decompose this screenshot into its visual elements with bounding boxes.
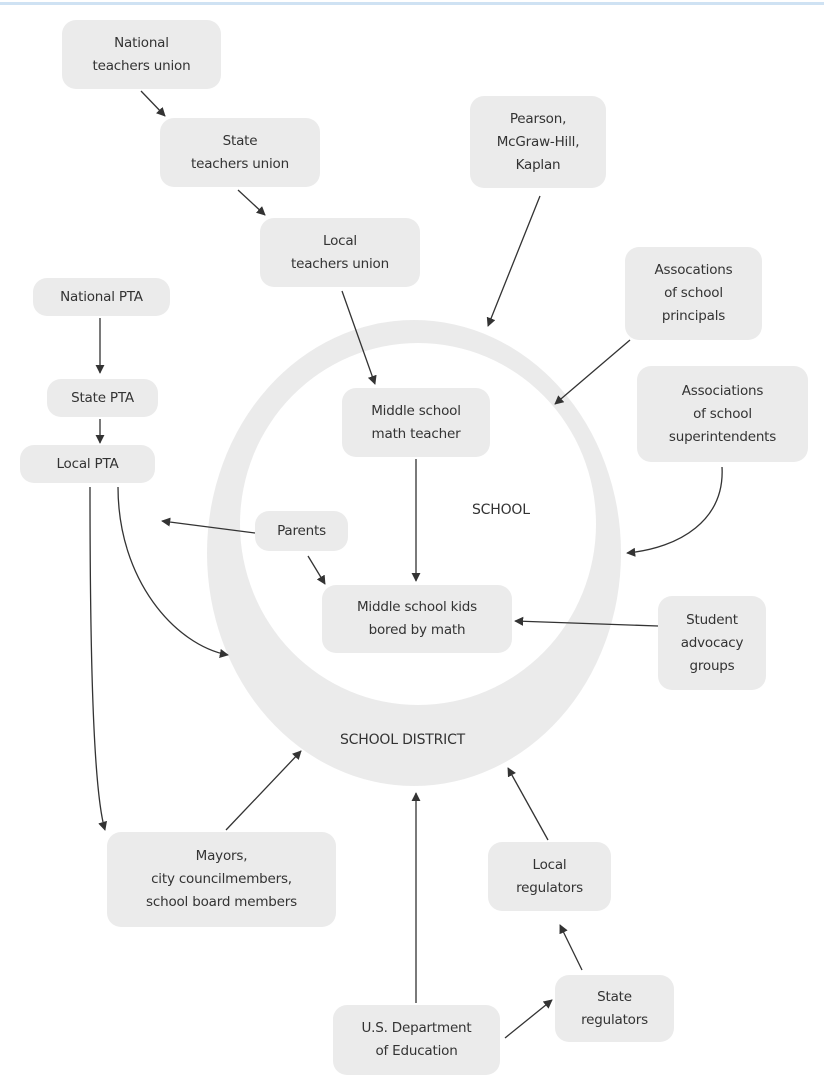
node-math-teacher: Middle school math teacher xyxy=(342,388,490,457)
node-state-teachers-union: State teachers union xyxy=(160,118,320,187)
arrow-state-to-local-union xyxy=(237,189,266,216)
node-state-pta: State PTA xyxy=(47,379,158,417)
node-student-advocacy: Student advocacy groups xyxy=(658,596,766,690)
arrow-usdept-to-state-regulators xyxy=(504,999,553,1039)
arrow-national-to-state-union xyxy=(140,90,166,117)
top-border xyxy=(0,2,824,5)
node-local-regulators: Local regulators xyxy=(488,842,611,911)
node-local-pta: Local PTA xyxy=(20,445,155,483)
arrow-advocacy-to-kids xyxy=(514,616,659,627)
arrow-local-regulators-to-district xyxy=(507,767,549,841)
school-label: SCHOOL xyxy=(472,502,530,518)
arrow-local-pta-to-district xyxy=(117,486,229,658)
arrow-mayors-to-district xyxy=(225,750,302,831)
node-principals: Assocations of school principals xyxy=(625,247,762,340)
node-parents: Parents xyxy=(255,511,348,551)
arrow-principals-to-school xyxy=(554,339,631,405)
node-mayors: Mayors, city councilmembers, school boar… xyxy=(107,832,336,927)
node-state-regulators: State regulators xyxy=(555,975,674,1042)
node-national-teachers-union: National teachers union xyxy=(62,20,221,89)
node-us-dept-education: U.S. Department of Education xyxy=(333,1005,500,1075)
school-district-label: SCHOOL DISTRICT xyxy=(340,732,466,748)
arrow-publishers-to-school xyxy=(486,195,541,327)
node-superintendents: Associations of school superintendents xyxy=(637,366,808,462)
arrow-local-union-to-teacher xyxy=(341,290,377,385)
node-national-pta: National PTA xyxy=(33,278,170,316)
arrow-local-pta-to-mayors xyxy=(89,486,108,831)
node-local-teachers-union: Local teachers union xyxy=(260,218,420,287)
node-publishers: Pearson, McGraw-Hill, Kaplan xyxy=(470,96,606,188)
node-kids: Middle school kids bored by math xyxy=(322,585,512,653)
arrow-parents-to-kids xyxy=(307,555,326,585)
arrow-state-to-local-regulators xyxy=(559,924,583,971)
arrow-parents-to-local-pta xyxy=(161,517,256,534)
arrow-superintendents-to-district xyxy=(626,466,723,557)
